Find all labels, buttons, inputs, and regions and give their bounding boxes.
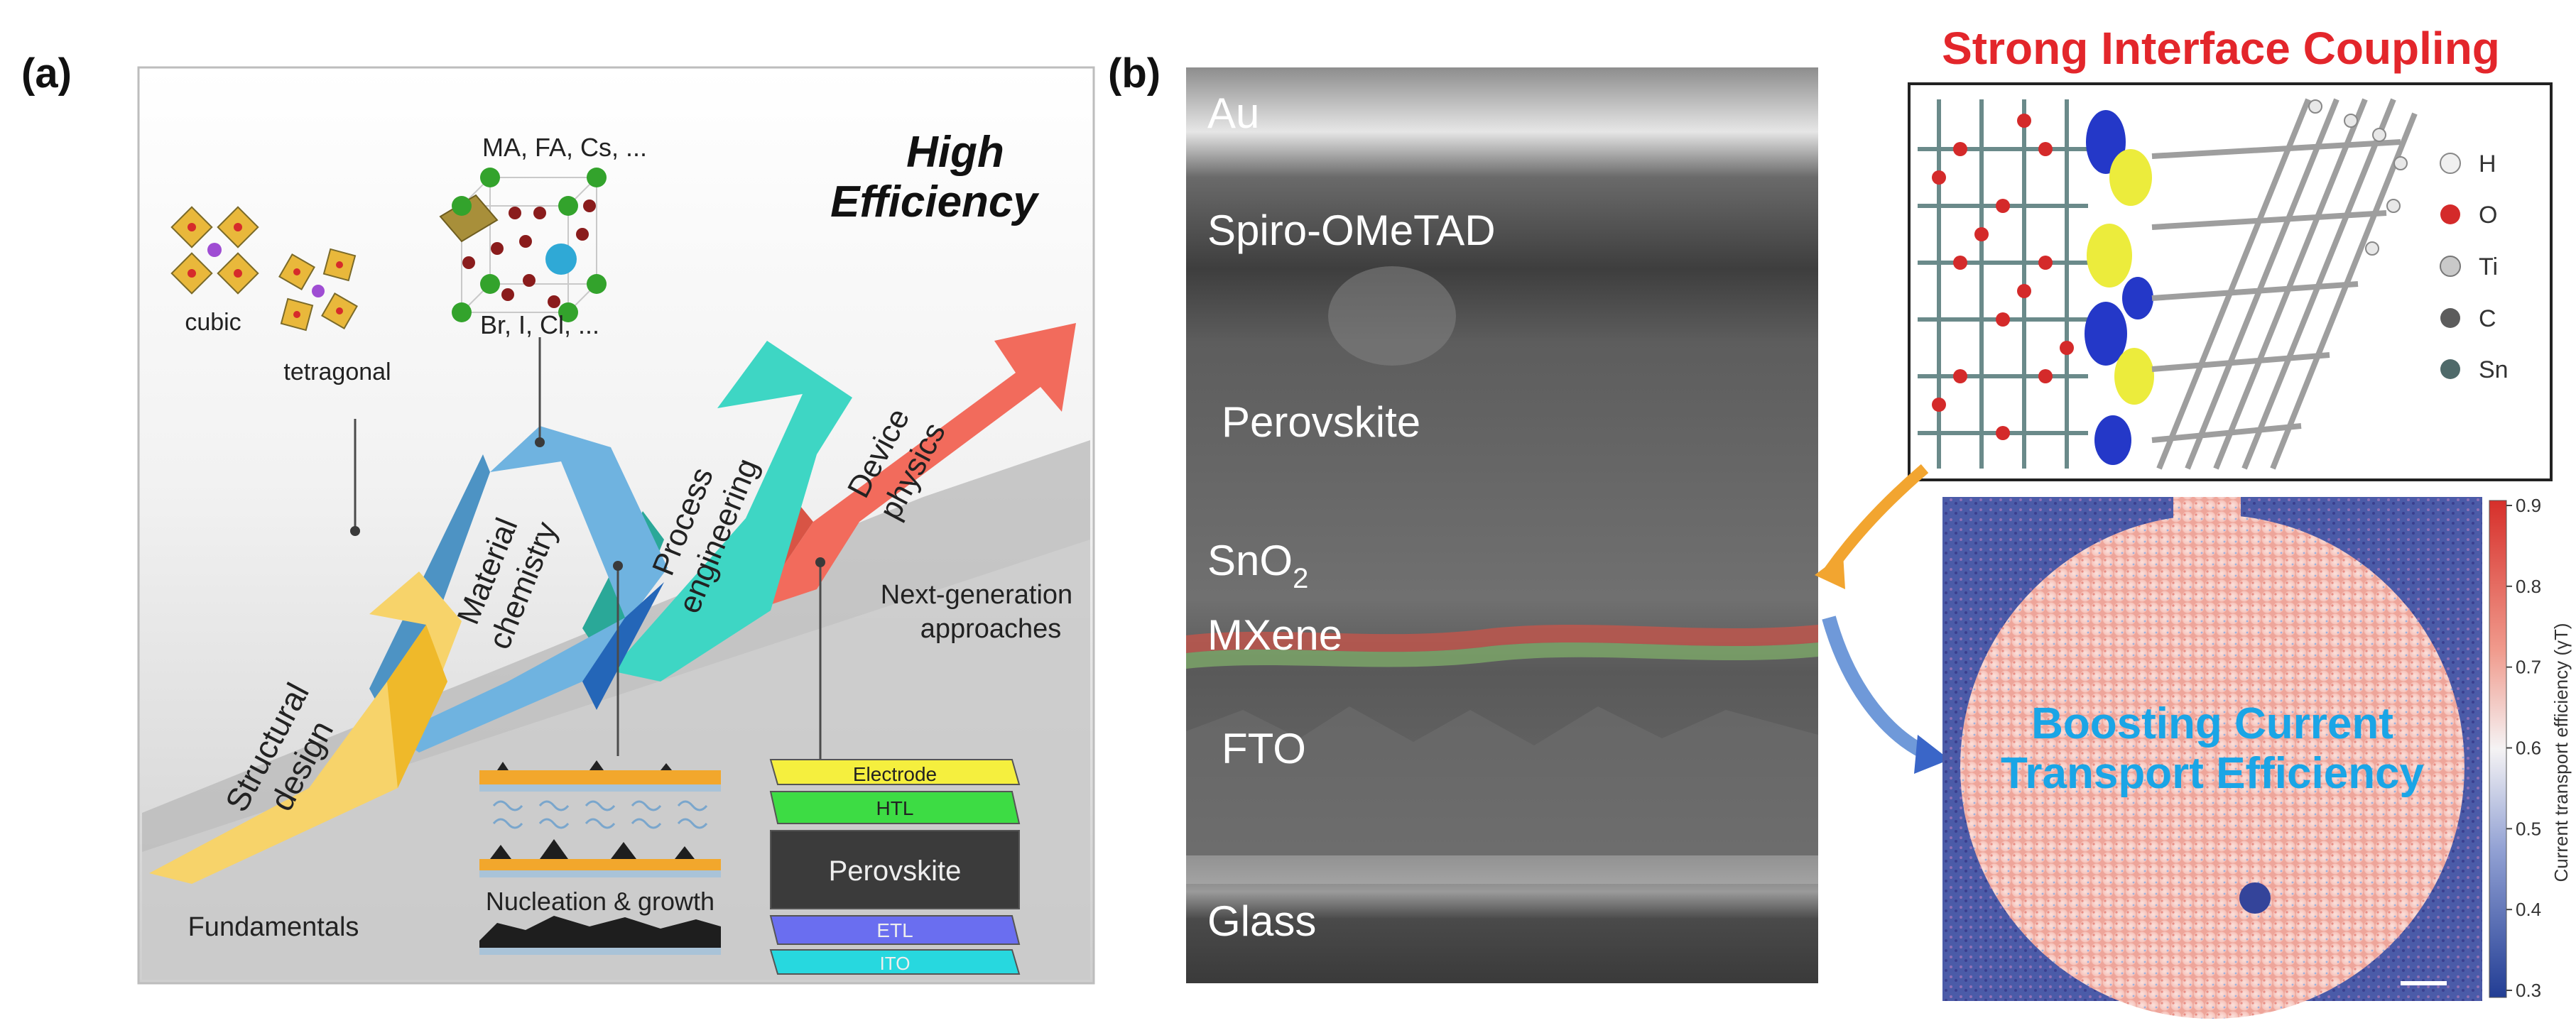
sem-grain: [1328, 266, 1456, 366]
stack-ito: ITO: [880, 953, 911, 974]
device-physics-arrow: [753, 323, 1076, 611]
connector-dot-structural: [350, 526, 360, 536]
sem-cross-section: Au Spiro-OMeTAD Perovskite SnO2 MXene FT…: [1186, 67, 1818, 983]
legend-sn-label: Sn: [2479, 356, 2509, 383]
colorbar-tick-label: 0.5: [2516, 818, 2541, 839]
colorbar-tick-label: 0.3: [2516, 980, 2541, 1001]
sem-label-spiro: Spiro-OMeTAD: [1207, 207, 1496, 254]
sem-label-au: Au: [1207, 89, 1259, 137]
stack-electrode: Electrode: [853, 763, 937, 785]
perovskite-unit-cell: [439, 177, 599, 313]
nucleation-label: Nucleation & growth: [486, 887, 714, 916]
blue-curved-arrow: [1822, 616, 1928, 759]
legend-c-icon: [2440, 308, 2460, 328]
unit-cell-atoms: [452, 168, 607, 322]
orange-arrowhead: [1815, 554, 1845, 589]
fundamentals-label: Fundamentals: [188, 912, 359, 942]
map-defect: [2239, 882, 2271, 914]
colorbar-ticks: 0.9 0.8 0.7 0.6 0.5 0.4 0.3: [2506, 495, 2541, 1001]
charge-density: [2085, 110, 2154, 465]
coupling-title: Strong Interface Coupling: [1942, 23, 2500, 74]
structural-design-arrow-side: [387, 625, 447, 788]
sno2-band: [1186, 625, 1818, 653]
legend-c-label: C: [2479, 305, 2496, 332]
colorbar-tick-label: 0.6: [2516, 738, 2541, 759]
cubic-label: cubic: [185, 309, 241, 336]
title-efficiency: Efficiency: [830, 177, 1040, 226]
ions-bottom-label: Br, I, Cl, ...: [480, 310, 599, 339]
panel-a-label: (a): [21, 50, 72, 97]
atomic-model: [1908, 82, 2553, 481]
connector-dot-material: [535, 437, 545, 447]
ions-top-label: MA, FA, Cs, ...: [482, 133, 647, 162]
sem-fto-glass-interface: [1186, 855, 1818, 884]
mxene-band: [1186, 642, 1818, 669]
sem-fto-texture: [1186, 706, 1818, 859]
map-circle: [1960, 515, 2464, 1019]
sem-label-sno2: SnO2: [1207, 537, 1308, 594]
stack-etl: ETL: [876, 919, 913, 941]
sem-label-perovskite: Perovskite: [1222, 398, 1420, 446]
process-engineering-arrow: [611, 341, 852, 682]
connector-dot-process: [613, 561, 623, 571]
colorbar-label: Current transport efficiency (γT): [2550, 623, 2572, 882]
efficiency-map: Boosting Current Transport Efficiency: [1942, 497, 2482, 1019]
device-physics-label: Device physics: [841, 403, 952, 525]
atom-legend: H O Ti C Sn: [2440, 151, 2509, 383]
oxygen-atoms: [1932, 114, 2074, 440]
nucleation-schematic: [479, 760, 721, 955]
legend-o-icon: [2440, 204, 2460, 224]
legend-h-label: H: [2479, 151, 2496, 177]
orange-curved-arrow: [1824, 464, 1929, 575]
sem-label-glass: Glass: [1207, 897, 1316, 945]
colorbar-tick-label: 0.7: [2516, 657, 2541, 678]
legend-sn-icon: [2440, 359, 2460, 379]
tetragonal-crystal: [278, 248, 358, 332]
stack-htl: HTL: [876, 797, 914, 819]
material-chemistry-arrow-dark: [582, 582, 664, 710]
blue-arrowhead: [1914, 735, 1950, 774]
device-stack: [769, 759, 1021, 975]
mxene-lattice: [2151, 98, 2418, 470]
hydrogen-atoms: [2308, 99, 2408, 256]
next-generation-label: Next-generation: [881, 580, 1072, 610]
sem-label-fto: FTO: [1222, 725, 1306, 772]
colorbar-tick-label: 0.8: [2516, 576, 2541, 597]
panel-b-label: (b): [1108, 50, 1161, 97]
colorbar-tick-label: 0.4: [2516, 899, 2541, 920]
colorbar: 0.9 0.8 0.7 0.6 0.5 0.4 0.3 Current transport …: [2489, 495, 2572, 1001]
boost-line2: Transport Efficiency: [2001, 749, 2425, 798]
sem-label-mxene: MXene: [1207, 611, 1342, 659]
tetragonal-label: tetragonal: [283, 359, 391, 385]
legend-ti-label: Ti: [2479, 253, 2498, 280]
approaches-label: approaches: [920, 614, 1062, 644]
stack-perovskite: Perovskite: [829, 855, 962, 887]
material-chemistry-arrow: [394, 426, 668, 753]
panel-a: Structural design Material chemistry Pro…: [137, 66, 1095, 985]
legend-h-icon: [2440, 153, 2461, 174]
colorbar-tick-label: 0.9: [2516, 495, 2541, 516]
colorbar-scale: [2489, 500, 2507, 998]
cubic-crystal: [170, 206, 259, 295]
connector-dot-device: [815, 557, 825, 567]
boost-line1: Boosting Current: [2031, 699, 2393, 748]
title-high: High: [906, 128, 1004, 177]
legend-o-label: O: [2479, 202, 2497, 229]
legend-ti-icon: [2440, 256, 2461, 277]
